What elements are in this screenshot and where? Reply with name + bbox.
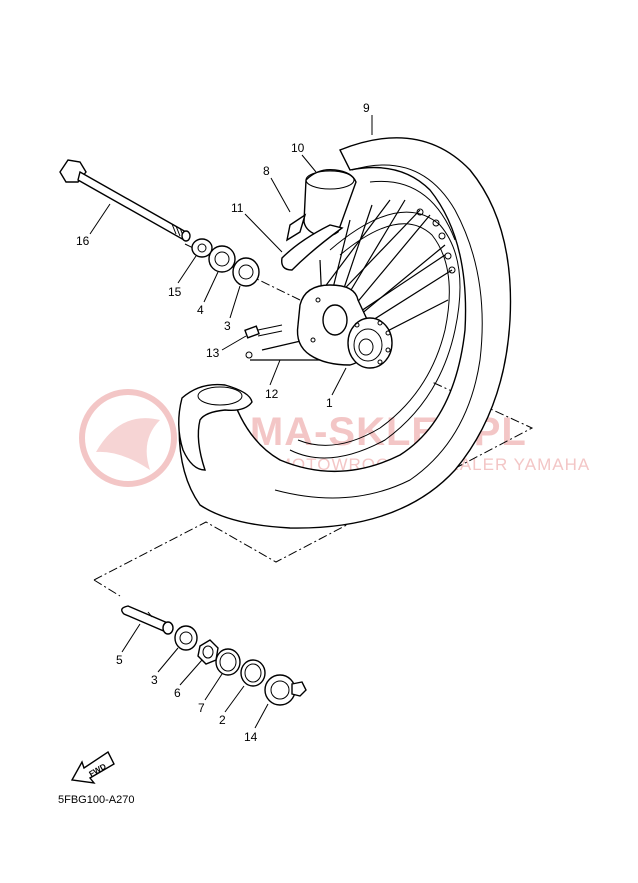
- watermark-logo-icon: [79, 389, 177, 487]
- callout-6: 6: [174, 686, 181, 700]
- callout-9: 9: [363, 101, 370, 115]
- callout-11: 11: [231, 201, 244, 215]
- fwd-arrow-icon: FWD: [70, 750, 115, 784]
- tube-flap-part-11: [281, 224, 344, 271]
- ring-part-2: [240, 659, 266, 687]
- leader-lines: [89, 115, 373, 729]
- callout-12: 12: [265, 387, 279, 401]
- spacer-part-5: [121, 605, 174, 635]
- gear-unit-part-14: [264, 674, 307, 706]
- collar-part-15: [191, 238, 213, 258]
- callout-2: 2: [219, 713, 226, 727]
- spokes-part-12: [250, 199, 453, 361]
- hub-flange-bolts: [310, 297, 391, 365]
- callout-3-top: 3: [224, 319, 231, 333]
- bearing-part-3-bottom: [174, 625, 198, 651]
- bearing-part-3-top: [232, 257, 260, 287]
- callout-4: 4: [197, 303, 204, 317]
- callout-14: 14: [244, 730, 258, 744]
- spoke-nipples: [416, 208, 456, 274]
- callout-1: 1: [326, 396, 333, 410]
- callout-16: 16: [76, 234, 90, 248]
- watermark: YAMA-SKLEP.PL WOJCIK-MOTOWROCLAW DEALER …: [79, 389, 589, 487]
- callout-13: 13: [206, 346, 220, 360]
- tire-part-9: [178, 137, 512, 529]
- part-code: 5FBG100-A270: [58, 794, 135, 806]
- callout-8: 8: [263, 164, 270, 178]
- axle-part-16: [59, 159, 191, 242]
- callout-labels: 9 10 8 11 16 15 4 3 13 12 1 5 3 6 7 2 14: [76, 101, 370, 744]
- oil-seal-part-4: [208, 245, 236, 273]
- callout-5: 5: [116, 653, 123, 667]
- tube-part-10: [303, 169, 357, 238]
- callout-7: 7: [198, 701, 205, 715]
- rim: [289, 208, 461, 459]
- rim-band-part-8: [285, 213, 307, 242]
- watermark-logo-mark: [96, 418, 160, 470]
- oil-seal-part-7: [215, 648, 241, 676]
- callout-3-bottom: 3: [151, 673, 158, 687]
- callout-10: 10: [291, 141, 305, 155]
- hub-part-1: [296, 284, 393, 369]
- screw-part-13: [244, 324, 283, 359]
- callout-15: 15: [168, 285, 182, 299]
